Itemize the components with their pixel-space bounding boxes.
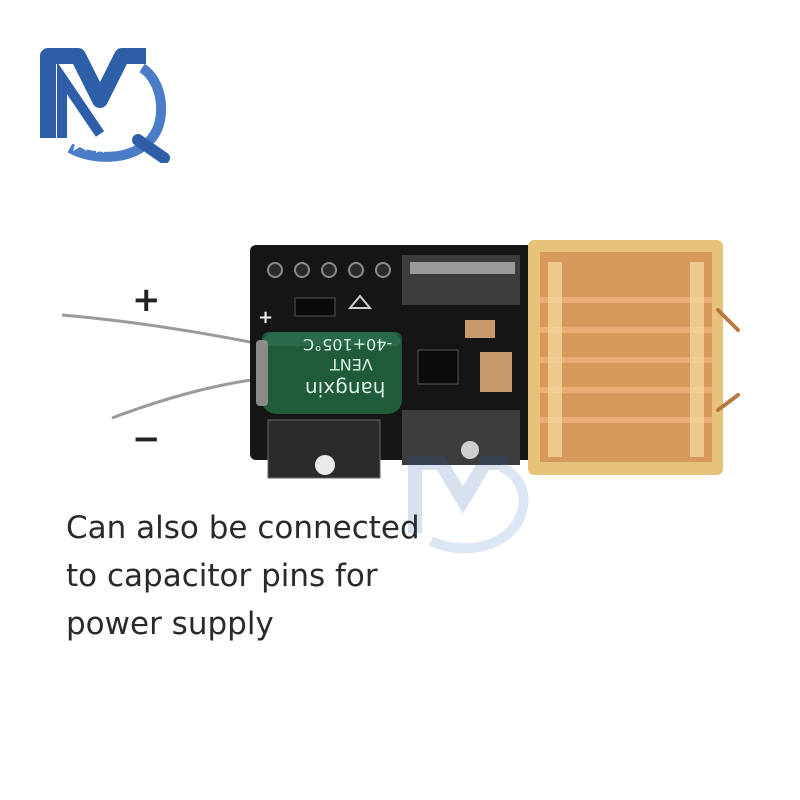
caption-line-2: to capacitor pins for <box>66 558 378 594</box>
capacitor-brand: hangxin <box>305 377 386 401</box>
heatsink-bottom <box>402 410 520 465</box>
electrolytic-capacitor <box>262 332 402 414</box>
mq-watermark-icon <box>408 456 529 554</box>
caption-line-1: Can also be connected <box>66 510 420 546</box>
mq-logo-icon <box>40 48 170 163</box>
triangle-mark <box>347 294 373 309</box>
board-plus-label: + <box>258 307 274 328</box>
negative-wire <box>111 376 266 420</box>
positive-wire <box>61 313 266 347</box>
smd-capacitor-2 <box>480 352 512 392</box>
pin-holes <box>267 262 391 278</box>
capacitor-line2: VENT <box>330 355 373 374</box>
smd-capacitor <box>465 320 495 338</box>
caption: Can also be connected to capacitor pins … <box>66 504 466 648</box>
caption-line-3: power supply <box>66 606 274 642</box>
smd-chip <box>417 349 459 385</box>
ic-chip <box>294 297 336 317</box>
copper-windings <box>540 297 712 423</box>
negative-label: − <box>132 419 161 459</box>
positive-label: + <box>132 280 161 320</box>
capacitor-rating: -40+105°C <box>303 335 393 354</box>
